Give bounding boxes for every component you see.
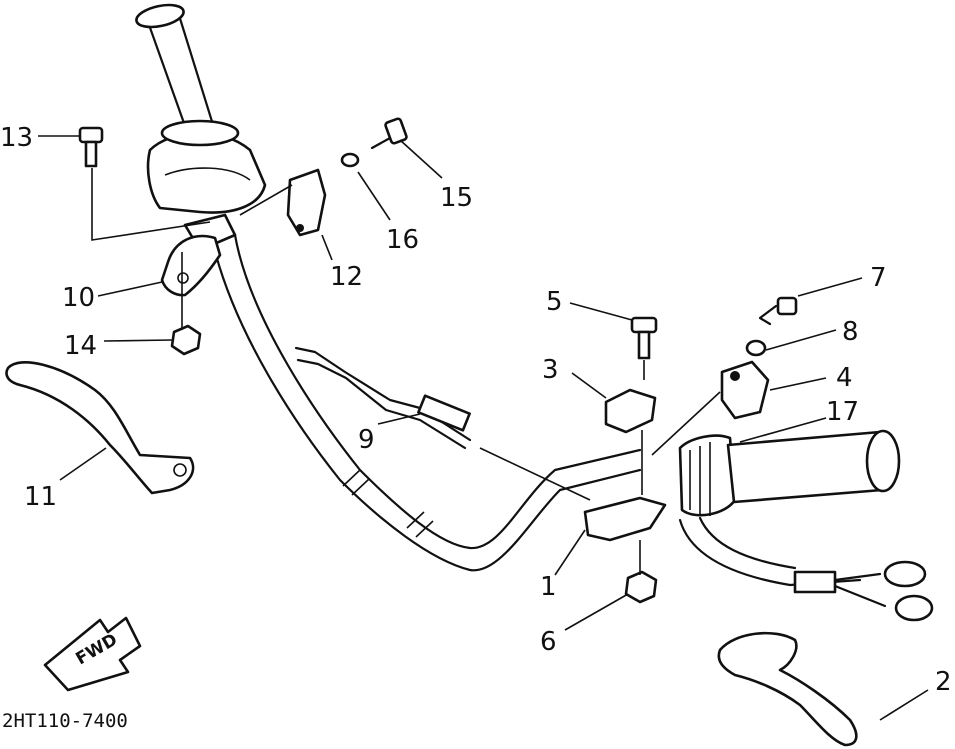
left-grip-assembly [146,119,267,252]
callout-9: 9 [358,425,375,455]
part-8-washer [745,339,767,357]
callout-2: 2 [935,667,952,697]
part-5-bolt [630,316,658,360]
callout-14: 14 [64,331,97,361]
part-13-bolt [78,126,104,168]
part-2-lever [717,631,858,747]
callout-labels: 1 2 3 4 5 6 7 8 9 10 11 12 13 14 15 16 1… [0,123,952,697]
callout-13: 13 [0,123,33,153]
part-7-screw [758,296,798,326]
part-16-washer [340,152,360,168]
assembly-lines [91,168,721,575]
callout-1: 1 [540,572,557,602]
part-4-clamp [720,360,770,420]
callout-12: 12 [330,262,363,292]
part-10-bracket [160,234,222,297]
handlebar [135,3,642,572]
diagram-code: 2HT110-7400 [2,710,128,732]
callout-17: 17 [826,397,859,427]
part-1-bracket [583,496,667,542]
part-9-cable [294,346,472,450]
part-14-nut [170,324,202,356]
part-12-clamp [286,168,327,237]
callout-5: 5 [546,287,563,317]
callout-4: 4 [836,363,853,393]
leader-lines [38,135,929,721]
callout-6: 6 [540,627,557,657]
forward-direction-arrow: FWD [43,616,142,692]
callout-8: 8 [842,317,859,347]
part-3-holder [604,388,657,434]
callout-11: 11 [24,482,57,512]
callout-16: 16 [386,225,419,255]
callout-10: 10 [62,283,95,313]
part-17-switch-grip [678,429,901,517]
callout-3: 3 [542,355,559,385]
callout-7: 7 [870,263,887,293]
callout-15: 15 [440,183,473,213]
switch-cable [678,516,934,622]
part-15-screw [370,117,408,150]
part-11-lever [5,361,195,495]
part-6-nut [624,570,658,604]
